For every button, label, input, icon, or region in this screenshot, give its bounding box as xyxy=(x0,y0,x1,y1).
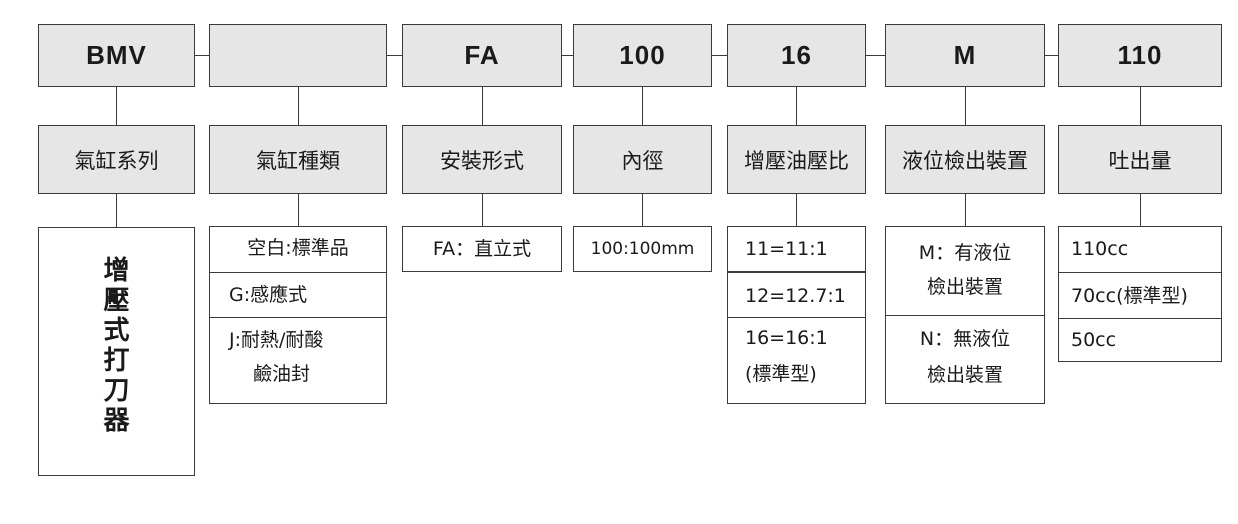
row-divider xyxy=(728,271,865,273)
mount-options-box: FA：直立式 xyxy=(402,226,562,272)
code-box-bore: 100 xyxy=(573,24,712,87)
bore-option: 100:100mm xyxy=(590,239,695,259)
ratio-option: (標準型) xyxy=(745,363,817,385)
connector-line xyxy=(482,194,483,226)
series-description-char: 刀 xyxy=(103,376,130,406)
category-level: 液位檢出裝置 xyxy=(885,125,1045,194)
category-type: 氣缸種類 xyxy=(209,125,387,194)
ratio-option: 12=12.7:1 xyxy=(745,285,846,307)
connector-line xyxy=(1140,87,1141,125)
row-divider xyxy=(1059,318,1221,319)
output-option: 70cc(標準型) xyxy=(1071,285,1188,307)
connector-line xyxy=(796,87,797,125)
connector-line xyxy=(298,87,299,125)
connector-line xyxy=(562,55,573,56)
type-option: 空白:標準品 xyxy=(247,237,349,259)
connector-line xyxy=(642,87,643,125)
connector-line xyxy=(965,87,966,125)
connector-line xyxy=(965,194,966,226)
ratio-option: 11=11:1 xyxy=(745,238,828,260)
series-description-char: 式 xyxy=(103,316,130,346)
row-divider xyxy=(728,317,865,318)
output-option: 110cc xyxy=(1071,238,1129,260)
code-box-ratio: 16 xyxy=(727,24,866,87)
connector-line xyxy=(298,194,299,226)
output-option: 50cc xyxy=(1071,329,1117,351)
category-series: 氣缸系列 xyxy=(38,125,195,194)
level-option: 檢出裝置 xyxy=(926,364,1003,386)
connector-line xyxy=(1045,55,1058,56)
code-box-output: 110 xyxy=(1058,24,1222,87)
level-option: M：有液位 xyxy=(918,242,1012,264)
connector-line xyxy=(796,194,797,226)
type-option: G:感應式 xyxy=(229,284,308,306)
connector-line xyxy=(482,87,483,125)
type-options-box: 空白:標準品 G:感應式 J:耐熱/耐酸 鹼油封 xyxy=(209,226,387,404)
series-description-char: 器 xyxy=(103,406,130,436)
bore-options-box: 100:100mm xyxy=(573,226,712,272)
category-bore: 內徑 xyxy=(573,125,712,194)
output-options-box: 110cc 70cc(標準型) 50cc xyxy=(1058,226,1222,362)
level-option: 檢出裝置 xyxy=(926,276,1003,298)
level-options-box: M：有液位 檢出裝置 N：無液位 檢出裝置 xyxy=(885,226,1045,404)
ratio-options-box: 11=11:1 12=12.7:1 16=16:1 (標準型) xyxy=(727,226,866,404)
category-mount: 安裝形式 xyxy=(402,125,562,194)
level-option: N：無液位 xyxy=(919,328,1011,350)
ratio-option: 16=16:1 xyxy=(745,327,828,349)
code-box-mount: FA xyxy=(402,24,562,87)
type-option: 鹼油封 xyxy=(253,363,311,385)
code-box-series: BMV xyxy=(38,24,195,87)
connector-line xyxy=(1140,194,1141,226)
row-divider xyxy=(1059,272,1221,273)
code-box-type xyxy=(209,24,387,87)
connector-line xyxy=(866,55,885,56)
connector-line xyxy=(116,194,117,227)
category-output: 吐出量 xyxy=(1058,125,1222,194)
series-description-char: 壓 xyxy=(103,286,130,316)
category-ratio: 增壓油壓比 xyxy=(727,125,866,194)
row-divider xyxy=(210,317,386,318)
connector-line xyxy=(712,55,727,56)
connector-line xyxy=(642,194,643,226)
series-description-box: 增 壓 式 打 刀 器 xyxy=(38,227,195,476)
series-description-char: 打 xyxy=(103,346,130,376)
connector-line xyxy=(387,55,402,56)
type-option: J:耐熱/耐酸 xyxy=(229,329,324,351)
series-description-char: 增 xyxy=(103,256,130,286)
code-box-level: M xyxy=(885,24,1045,87)
mount-option: FA：直立式 xyxy=(432,238,532,260)
connector-line xyxy=(116,87,117,125)
connector-line xyxy=(195,55,209,56)
row-divider xyxy=(210,272,386,273)
row-divider xyxy=(886,315,1044,316)
